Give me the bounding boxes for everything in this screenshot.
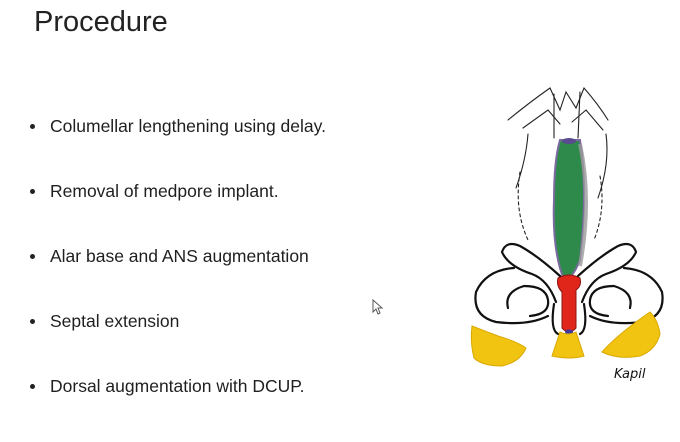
- left-alar-base-augmentation: [470, 325, 527, 367]
- ans-augmentation: [551, 331, 585, 359]
- bullet-dot-icon: [30, 189, 35, 194]
- nasal-bone-outline: [507, 86, 609, 241]
- bullet-dot-icon: [30, 384, 35, 389]
- alar-outline: [474, 242, 664, 336]
- bullet-dot-icon: [30, 319, 35, 324]
- illustrator-signature: Kapil: [614, 367, 646, 382]
- bullet-text: Columellar lengthening using delay.: [50, 116, 326, 136]
- bullet-text: Dorsal augmentation with DCUP.: [50, 376, 305, 396]
- bullet-text: Removal of medpore implant.: [50, 181, 279, 201]
- right-alar-base-augmentation: [601, 311, 661, 358]
- bullet-dot-icon: [30, 254, 35, 259]
- bullet-dot-icon: [30, 124, 35, 129]
- bullet-text: Alar base and ANS augmentation: [50, 246, 309, 266]
- nasal-augmentation-illustration: [470, 86, 664, 367]
- septal-extension-graft: [557, 274, 581, 333]
- bullet-text: Septal extension: [50, 311, 180, 331]
- slide-title: Procedure: [34, 6, 168, 38]
- mouse-cursor-icon: [372, 299, 384, 315]
